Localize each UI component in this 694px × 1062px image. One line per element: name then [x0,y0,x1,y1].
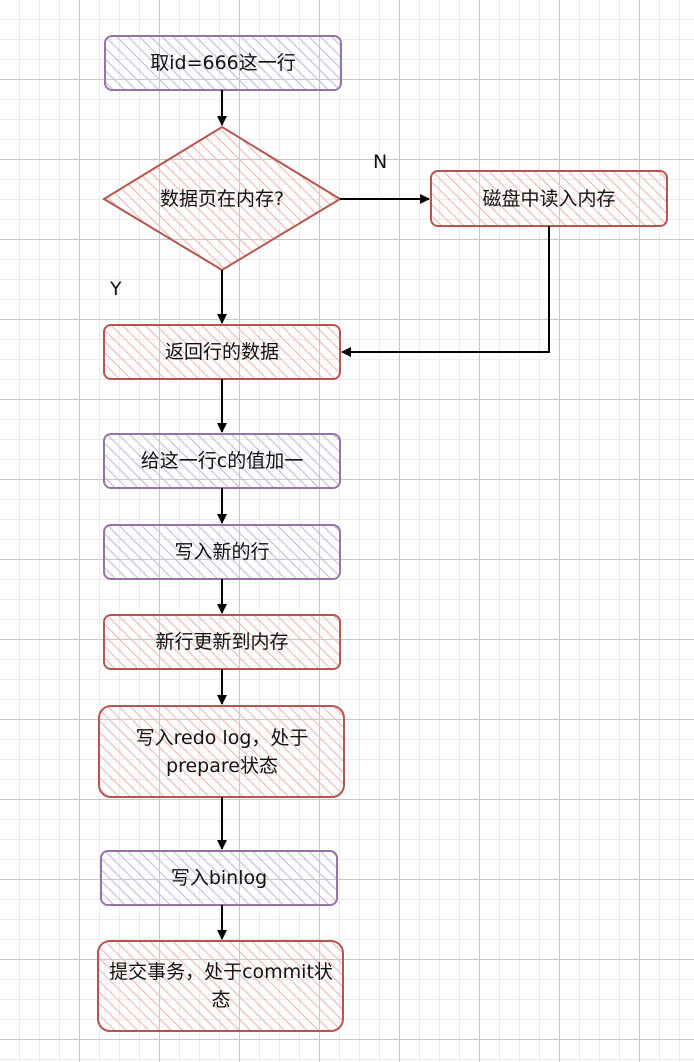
binlog-label: 写入binlog [170,867,268,889]
return-row-label: 返回行的数据 [164,341,279,363]
edge-label-yes: Y [110,278,122,300]
arrow-disk-to-return [341,226,550,357]
edge-label-no: N [373,151,388,173]
commit-box [97,940,344,1032]
fetch-row-label: 取id=666这一行 [150,52,296,74]
update-memory-label: 新行更新到内存 [155,631,289,653]
binlog-box [100,850,338,906]
redo-log-label: 写入redo log，处于prepare状态 [135,726,309,777]
read-disk-label: 磁盘中读入内存 [482,187,616,210]
decision-label: 数据页在内存? [159,188,285,210]
increment-label: 给这一行c的值加一 [140,450,304,472]
write-new-row-label: 写入新的行 [174,541,270,563]
commit-label: 提交事务，处于commit状态 [109,961,333,1011]
